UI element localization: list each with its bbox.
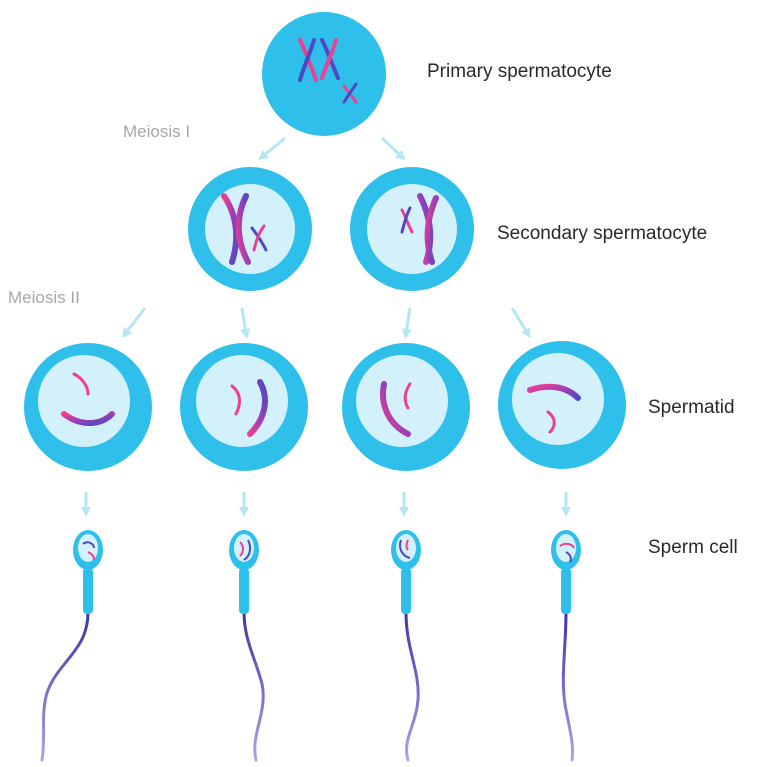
spermatid-4 (498, 341, 626, 469)
meiosis-2-arrows (125, 308, 528, 334)
primary-spermatocyte-label: Primary spermatocyte (427, 61, 612, 83)
spermatid-label: Spermatid (648, 397, 735, 419)
maturation-arrows (86, 492, 566, 512)
sperm-cell-3 (391, 530, 421, 760)
secondary-spermatocyte-left (188, 167, 312, 291)
meiosis-2-label: Meiosis II (8, 288, 80, 308)
sperm-cell-2 (229, 530, 263, 760)
sperm-cell-1 (42, 530, 103, 760)
sperm-cell-4 (551, 530, 581, 760)
sperm-cell-label: Sperm cell (648, 537, 738, 559)
meiosis-1-label: Meiosis I (123, 122, 190, 142)
secondary-spermatocyte-right (350, 167, 474, 291)
primary-spermatocyte-cell (262, 12, 386, 136)
secondary-spermatocyte-label: Secondary spermatocyte (497, 223, 707, 245)
meiosis-1-arrows (262, 138, 402, 157)
spermatid-2 (180, 343, 308, 471)
spermatid-3 (342, 343, 470, 471)
spermatid-1 (24, 343, 152, 471)
